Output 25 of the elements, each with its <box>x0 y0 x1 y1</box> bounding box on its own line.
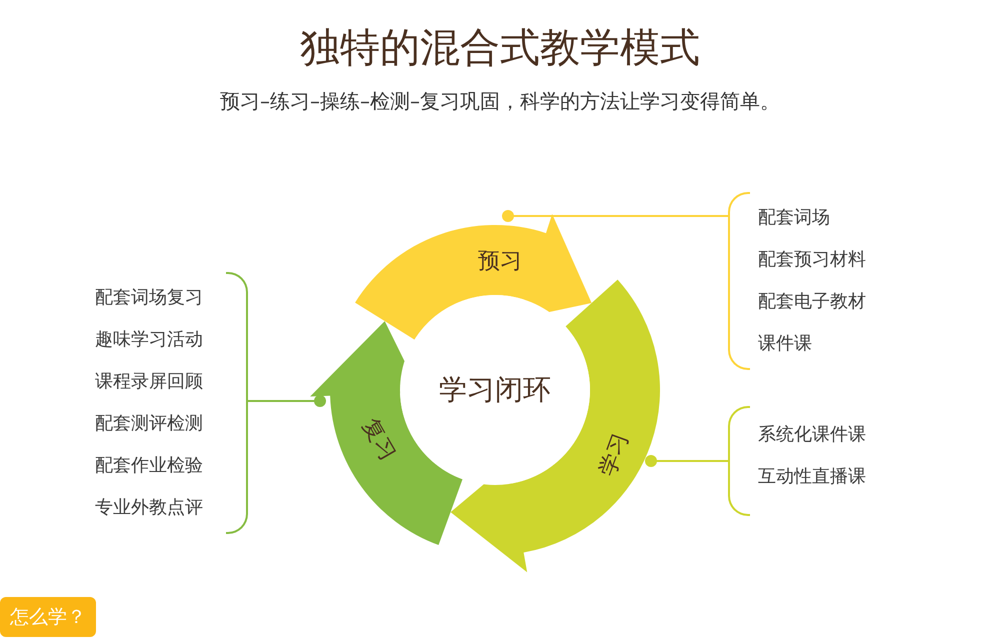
list-item: 配套词场 <box>758 206 830 230</box>
list-item: 配套电子教材 <box>758 290 866 314</box>
center-label: 学习闭环 <box>439 372 551 408</box>
leader-line <box>248 395 326 407</box>
segment-label: 复习 <box>357 415 399 465</box>
list-item: 配套预习材料 <box>758 248 866 272</box>
list-item: 课件课 <box>758 332 812 356</box>
leader-line <box>502 210 728 222</box>
bracket <box>728 192 750 370</box>
segment-label: 预习 <box>478 251 522 273</box>
list-item: 配套词场复习 <box>95 286 203 310</box>
list-item: 系统化课件课 <box>758 423 866 447</box>
segment-label: 学习 <box>597 430 633 480</box>
list-item: 配套测评检测 <box>95 412 203 436</box>
leader-line <box>645 455 728 467</box>
list-item: 课程录屏回顾 <box>95 370 203 394</box>
tag-badge: 怎么学？ <box>0 597 96 637</box>
title: 独特的混合式教学模式 <box>300 24 700 73</box>
subtitle: 预习–练习–操练–检测–复习巩固，科学的方法让学习变得简单。 <box>220 88 780 114</box>
bracket <box>728 406 750 516</box>
list-item: 专业外教点评 <box>95 496 203 520</box>
list-item: 趣味学习活动 <box>95 328 203 352</box>
bracket <box>226 272 248 534</box>
list-item: 互动性直播课 <box>758 465 866 489</box>
list-item: 配套作业检验 <box>95 454 203 478</box>
